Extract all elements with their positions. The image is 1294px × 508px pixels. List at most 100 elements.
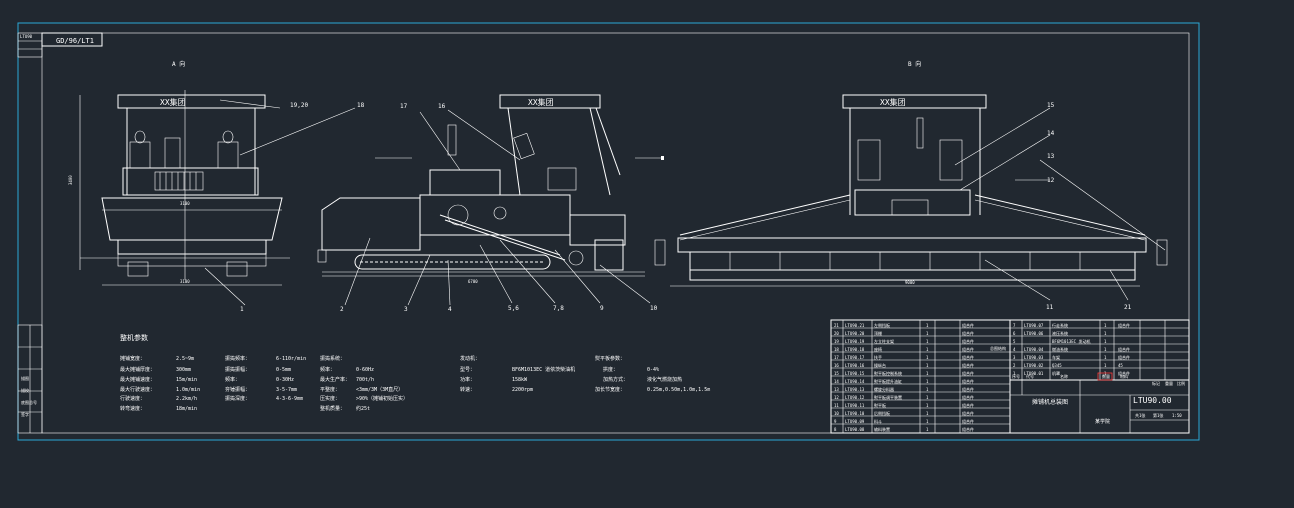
bom-cell-code: LTU90.04: [1024, 347, 1044, 352]
spec-label: 发动机：: [460, 355, 480, 362]
bom-cell-quantity: 1: [926, 395, 929, 400]
spec-label: 行驶速度：: [120, 395, 145, 402]
spec-label: 最大摊铺厚度：: [120, 366, 155, 373]
spec-label: 平整度：: [320, 386, 340, 393]
bom-cell-quantity: 1: [926, 331, 929, 336]
callout-11: 11: [1046, 304, 1054, 311]
callout-17: 17: [400, 103, 408, 110]
bom-cell-number: 8: [834, 427, 837, 432]
spec-heading: 整机参数: [120, 333, 148, 342]
spec-label: 压实度：: [320, 395, 340, 402]
bom-cell-name: 车架: [1052, 354, 1060, 360]
bom-cell-name: 行走系统: [1052, 322, 1068, 328]
stamp-label-0: 描图: [21, 375, 29, 381]
bom-cell-number: 4: [1013, 347, 1016, 352]
spec-value: 158kW: [512, 377, 528, 383]
bom-cell-name: 扶手: [874, 354, 882, 360]
bom-cell-material: 组合件: [962, 418, 974, 424]
bom-cell-quantity: 1: [1104, 323, 1107, 328]
bom-cell-code: LTU90.11: [845, 403, 865, 408]
spec-label: 熨平板参数：: [595, 355, 625, 362]
bom-cell-name: Q345: [1052, 363, 1062, 368]
mark-c: 比例: [1177, 380, 1185, 386]
bom-cell-code: LTU90.06: [1024, 331, 1044, 336]
outer-frame: [17, 22, 1200, 441]
bom-cell-name: 熨平板提升油缸: [874, 378, 902, 384]
spec-value: >90%（摊铺初始压实）: [356, 395, 408, 402]
spec-label: 振捣深度：: [225, 395, 250, 402]
spec-label: 转弯速度：: [120, 405, 145, 412]
bom-cell-name: 熨平板控制系统: [874, 370, 902, 376]
bom-cell-material: 组合件: [962, 410, 974, 416]
spec-label: 拱度：: [603, 366, 618, 373]
view-b-label: B 向: [908, 60, 921, 68]
bom-cell-material: 组合件: [1118, 322, 1130, 328]
bom-cell-code: LTU90.16: [845, 363, 865, 368]
bom-cell-number: 17: [834, 355, 839, 360]
bom-cell-number: 6: [1013, 331, 1016, 336]
spec-value: 300mm: [176, 367, 191, 373]
spec-value: 15m/min: [176, 377, 197, 383]
bom-cell-number: 9: [834, 419, 837, 424]
bom-cell-quantity: 1: [1104, 331, 1107, 336]
bom-cell-material: 组合件: [962, 330, 974, 336]
callout-2: 2: [340, 306, 344, 313]
stamp-label-1: 描校: [21, 387, 29, 393]
bom-cell-number: 16: [834, 363, 839, 368]
bom-cell-number: 21: [834, 323, 839, 328]
bom-cell-name: 顶棚: [874, 330, 882, 336]
bom-cell-material: 组合件: [962, 346, 974, 352]
bom-cell-material: 组合件: [962, 426, 974, 432]
spec-value: 0-5mm: [276, 367, 291, 373]
spec-value: 4-3-6-9mm: [276, 396, 303, 402]
bom-cell-quantity: 1: [926, 403, 929, 408]
front-height-dim: 3400: [68, 175, 73, 185]
spec-value: 2200rpm: [512, 387, 533, 393]
bom-cell-code: LTU90.20: [845, 331, 865, 336]
bom-cell-material: 组合件: [962, 362, 974, 368]
bom-cell-quantity: 1: [926, 371, 929, 376]
spec-label: 最大生产率：: [320, 376, 350, 383]
callout-5-6: 5,6: [508, 305, 519, 312]
bom-cell-code: LTU90.18: [845, 347, 865, 352]
callout-18: 18: [357, 102, 365, 109]
bom-cell-name: 操纵台: [874, 362, 886, 368]
spec-label: 最大行驶速度：: [120, 386, 155, 393]
bom-cell-code: LTU90.14: [845, 379, 865, 384]
spec-label: 振捣振幅：: [225, 366, 250, 373]
bom-cell-number: 2: [1013, 363, 1016, 368]
callout-21: 21: [1124, 304, 1132, 311]
callout-3: 3: [404, 306, 408, 313]
bom-cell-material: 组合件: [962, 402, 974, 408]
callout-13: 13: [1047, 153, 1055, 160]
bom-header-q: 数量: [1102, 373, 1110, 379]
side-view: XX集团 6700: [317, 94, 664, 284]
callout-14: 14: [1047, 130, 1055, 137]
bom-cell-quantity: 1: [1104, 363, 1107, 368]
callout-15: 15: [1047, 102, 1055, 109]
sheet-count: 共1张: [1135, 412, 1145, 418]
bom-cell-name: BF6M1013EC 发动机: [1052, 338, 1091, 344]
bom-cell-number: 20: [834, 331, 839, 336]
callout-19-20: 19,20: [290, 102, 308, 109]
bom-cell-material: 组合件: [962, 394, 974, 400]
front-brand: XX集团: [160, 97, 186, 107]
spec-label: 型号：: [460, 366, 475, 373]
spec-value: 0-60Hz: [356, 367, 374, 373]
spec-col-3: 振捣系统： 频率： 0-60Hz 最大生产率： 700t/h 平整度： <3mm…: [320, 355, 408, 412]
spec-label: 加长节宽度：: [595, 386, 625, 393]
spec-value: 0-30Hz: [276, 377, 294, 383]
spec-value: BF6M1013EC 道依茨柴油机: [512, 366, 575, 373]
bom-cell-name: 机罩: [1052, 370, 1060, 376]
front-view: XX集团 3400 3100 3100: [68, 90, 290, 286]
spec-value: 3-5-7mm: [276, 387, 297, 393]
bom-header-name: 名称: [1060, 373, 1068, 379]
bom-cell-name: 后侧挡板: [874, 410, 890, 416]
code-box-text: GD/96/LT1: [56, 37, 94, 45]
mark-a: 标记: [1152, 380, 1160, 386]
spec-label: 最大摊铺速度：: [120, 376, 155, 383]
bom-cell-name: 左立柱支架: [874, 338, 894, 344]
stamp-label-2: 底图总号: [21, 399, 37, 405]
bom-cell-number: 5: [1013, 339, 1016, 344]
spec-value: <3mm/3M（3M直尺）: [356, 386, 403, 393]
